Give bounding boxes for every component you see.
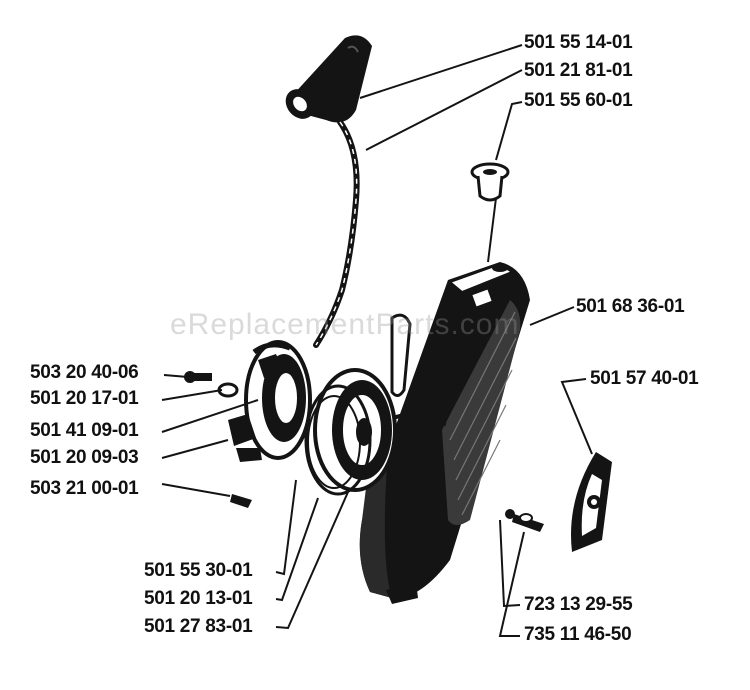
part-label-503-20-40-06: 503 20 40-06 [30,362,139,383]
part-label-735-11-46-50: 735 11 46-50 [524,624,632,645]
part-label-501-55-14-01: 501 55 14-01 [524,32,633,53]
starter-handle [285,35,372,123]
part-label-501-21-81-01: 501 21 81-01 [524,60,633,81]
watermark-text: eReplacementParts.com [170,308,520,341]
pawl-pieces [228,354,284,462]
rope-guide-bushing [470,162,510,202]
part-label-723-13-29-55: 723 13 29-55 [524,594,633,615]
leader-lines [161,44,593,637]
part-label-501-20-17-01: 501 20 17-01 [30,388,139,409]
part-label-501-57-40-01: 501 57 40-01 [590,368,699,389]
return-spring [304,384,372,496]
starter-housing [359,262,530,604]
part-label-501-20-13-01: 501 20 13-01 [144,588,253,609]
rope-pulley [313,368,397,492]
part-label-501-55-60-01: 501 55 60-01 [524,90,633,111]
decal [571,452,612,552]
part-label-501-41-09-01: 501 41 09-01 [30,420,139,441]
part-label-501-20-09-03: 501 20 09-03 [30,447,139,468]
small-screw [184,371,212,383]
part-label-501-27-83-01: 501 27 83-01 [144,616,253,637]
small-bolt [230,494,252,508]
pawl-bracket [390,313,412,397]
part-label-501-68-36-01: 501 68 36-01 [576,296,685,317]
housing-bolt [505,509,544,532]
part-label-503-21-00-01: 503 21 00-01 [30,478,139,499]
part-label-501-55-30-01: 501 55 30-01 [144,560,253,581]
